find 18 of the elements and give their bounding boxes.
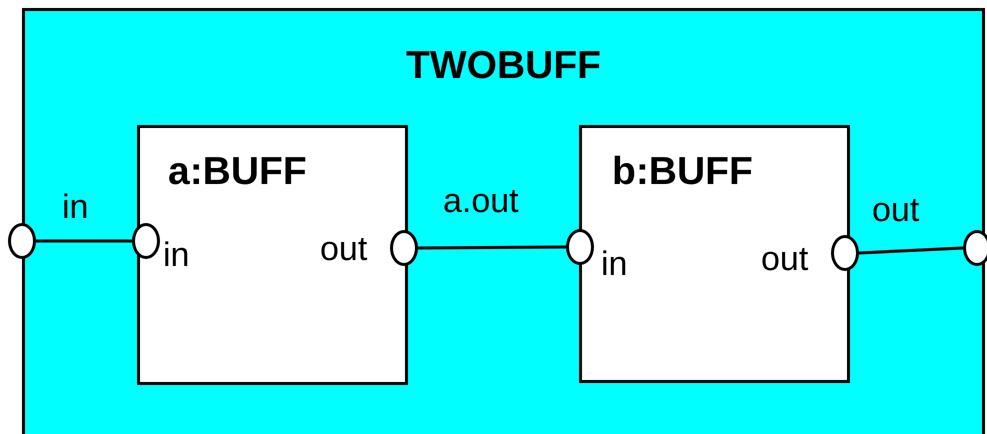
module-frame xyxy=(22,8,985,434)
connector-line xyxy=(36,240,132,242)
connector-line xyxy=(418,246,566,250)
port-label: in xyxy=(163,236,190,275)
edge-label: out xyxy=(872,191,920,230)
box-title: b:BUFF xyxy=(612,150,753,194)
edge-label: a.out xyxy=(443,182,519,221)
port-circle xyxy=(566,229,594,265)
component-box xyxy=(579,125,850,383)
box-title: a:BUFF xyxy=(168,150,307,194)
port-label: in xyxy=(601,245,628,284)
port-circle xyxy=(8,223,36,259)
port-label: out xyxy=(761,240,808,279)
port-label: out xyxy=(320,230,368,269)
component-box xyxy=(137,125,408,385)
box-title: TWOBUFF xyxy=(405,44,602,88)
edge-label: in xyxy=(62,188,88,227)
connector-line xyxy=(858,246,964,254)
